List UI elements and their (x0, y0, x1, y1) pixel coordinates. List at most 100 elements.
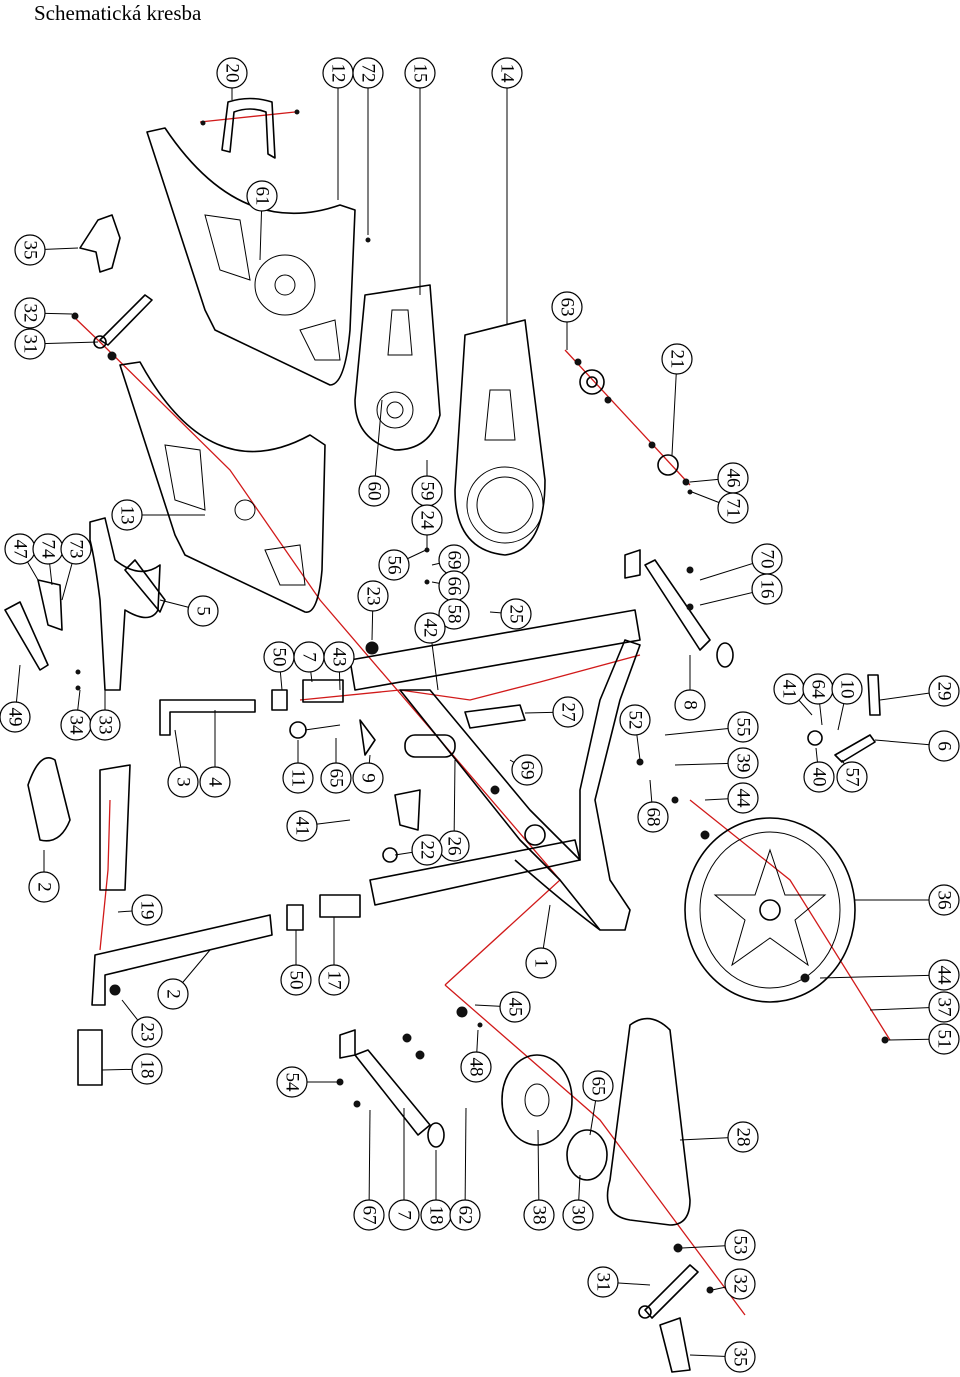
callout-55: 55 (664, 711, 759, 743)
callout-15: 15 (404, 57, 436, 295)
callout-circle (353, 1199, 385, 1231)
callout-number: 62 (455, 1206, 476, 1225)
callout-36: 36 (855, 884, 960, 916)
part-14-chain-guard (454, 319, 546, 556)
callout-31: 31 (587, 1266, 651, 1298)
callout-65: 65 (582, 1070, 614, 1136)
callout-45: 45 (474, 991, 531, 1023)
callout-16: 16 (699, 573, 783, 606)
callout-circle (587, 1266, 619, 1298)
callout-circle (246, 180, 278, 212)
part-50-end-caps (271, 679, 361, 931)
callout-number: 70 (757, 550, 778, 569)
callout-number: 29 (934, 682, 955, 701)
callout-number: 33 (95, 716, 116, 735)
callout-circle (499, 991, 531, 1023)
callout-42: 42 (414, 612, 446, 691)
callout-number: 50 (286, 971, 307, 990)
callout-number: 7 (299, 652, 320, 662)
part-5-handlebar (4, 517, 166, 691)
callout-number: 59 (417, 482, 438, 501)
callout-circle (14, 297, 46, 329)
callout-circle (0, 701, 31, 733)
callout-circle (89, 709, 121, 741)
callout-number: 56 (384, 556, 405, 575)
callout-54: 54 (276, 1066, 340, 1098)
callout-69: 69 (431, 544, 470, 576)
callout-number: 15 (410, 64, 431, 83)
callout-circle (438, 598, 470, 630)
callout-44: 44 (819, 959, 960, 991)
callout-11: 11 (282, 740, 314, 794)
callout-39: 39 (674, 747, 759, 779)
callout-35: 35 (689, 1341, 756, 1373)
callout-34: 34 (60, 689, 92, 741)
callout-number: 31 (20, 335, 41, 354)
callout-number: 68 (643, 808, 664, 827)
callout-44: 44 (704, 782, 759, 814)
callout-number: 27 (558, 703, 579, 722)
callout-22: 22 (394, 834, 443, 866)
callout-number: 41 (292, 817, 313, 836)
callout-number: 23 (363, 587, 384, 606)
callout-28: 28 (679, 1121, 759, 1153)
callout-33: 33 (89, 688, 121, 741)
callout-20: 20 (216, 57, 248, 100)
callout-circle (28, 871, 60, 903)
page-title: Schematická kresba (34, 1, 202, 25)
callout-number: 66 (444, 577, 465, 596)
callout-46: 46 (689, 462, 749, 494)
callout-21: 21 (661, 343, 693, 456)
part-21-pulley (574, 358, 693, 495)
callout-7: 7 (388, 1108, 420, 1231)
callout-37: 37 (869, 991, 960, 1023)
callout-number: 2 (34, 882, 55, 892)
callout-number: 42 (420, 619, 441, 638)
part-12-upper-cover (146, 127, 371, 386)
callout-number: 32 (20, 304, 41, 323)
callout-4: 4 (199, 710, 231, 798)
callout-circle (674, 689, 706, 721)
callout-number: 7 (394, 1210, 415, 1220)
callout-number: 35 (20, 241, 41, 260)
callout-circle (928, 959, 960, 991)
callout-circle (724, 1229, 756, 1261)
callout-number: 57 (842, 768, 863, 787)
callout-number: 40 (809, 768, 830, 787)
callout-circle (276, 1066, 308, 1098)
callout-48: 48 (460, 1029, 492, 1083)
callout-circle (131, 1016, 163, 1048)
callout-number: 63 (557, 298, 578, 317)
callout-number: 64 (808, 680, 829, 700)
callout-circle (727, 1121, 759, 1153)
pedal-crank-lower (638, 1243, 714, 1373)
callout-number: 58 (444, 605, 465, 624)
callout-leader-line (819, 974, 945, 979)
callout-circle (352, 762, 384, 794)
callout-31: 31 (14, 328, 99, 360)
callout-circle (352, 57, 384, 89)
callout-circle (388, 1199, 420, 1231)
callout-68: 68 (637, 779, 669, 833)
callout-number: 60 (364, 482, 385, 501)
callout-circle (282, 762, 314, 794)
part-6-tension-lever (807, 674, 881, 763)
callout-5: 5 (159, 595, 219, 627)
callout-number: 48 (466, 1058, 487, 1077)
callout-number: 26 (444, 837, 465, 856)
callout-number: 1 (531, 958, 552, 968)
callout-71: 71 (691, 491, 749, 524)
callout-12: 12 (322, 57, 354, 200)
callout-circle (318, 964, 350, 996)
part-9-brake-assembly (289, 704, 526, 863)
callout-32: 32 (14, 297, 73, 329)
callout-41: 41 (286, 810, 351, 842)
callout-17: 17 (318, 917, 350, 996)
callout-circle (637, 801, 669, 833)
callout-74: 74 (32, 533, 64, 586)
callout-leader-line (464, 1107, 467, 1216)
callout-number: 51 (934, 1030, 955, 1049)
callout-number: 50 (269, 648, 290, 667)
callout-number: 5 (193, 606, 214, 616)
